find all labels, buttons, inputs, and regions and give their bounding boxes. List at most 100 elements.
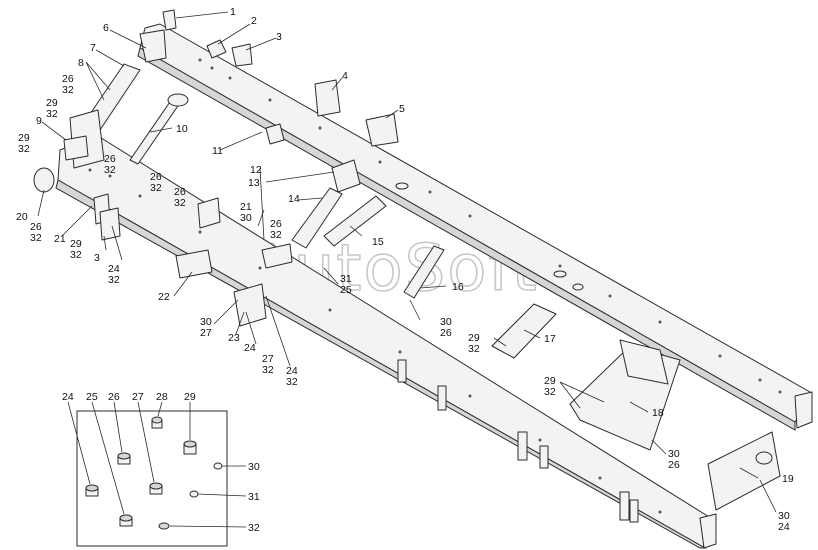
part-3-bracket: [231, 43, 253, 67]
part-16-cross-tube: [403, 245, 445, 299]
inset-label-31: 31: [248, 491, 260, 503]
upper-side-rail: [137, 23, 813, 431]
callout-32-g: 32: [30, 232, 42, 244]
callout-19: 19: [782, 473, 794, 485]
callout-30-c: 30: [440, 316, 452, 328]
callout-29-e: 29: [544, 375, 556, 387]
callout-32-l: 32: [286, 376, 298, 388]
callout-10: 10: [176, 123, 188, 135]
callout-6: 6: [103, 22, 109, 34]
callout-30-b: 30: [200, 316, 212, 328]
inset-label-26: 26: [108, 391, 120, 403]
callout-31-a: 31: [340, 273, 352, 285]
part-9-bracket: [63, 135, 89, 161]
callout-24-d: 24: [778, 521, 790, 533]
callout-26-f: 26: [270, 218, 282, 230]
part-12-bracket: [261, 243, 293, 269]
inset-label-29: 29: [184, 391, 196, 403]
part-11-bracket: [265, 123, 285, 145]
callout-15: 15: [372, 236, 384, 248]
part-22-bracket: [175, 249, 213, 279]
callout-3: 3: [276, 31, 282, 43]
callout-9: 9: [36, 115, 42, 127]
callout-11: 11: [212, 145, 223, 157]
callout-21: 21: [54, 233, 66, 245]
callout-29-b: 29: [18, 132, 30, 144]
bolt-24: [85, 484, 99, 497]
part-6-bracket: [139, 29, 167, 63]
callout-32-j: 32: [108, 274, 120, 286]
inset-label-28: 28: [156, 391, 168, 403]
callout-32-n: 32: [544, 386, 556, 398]
callout-26-b: 26: [104, 153, 116, 165]
callout-16: 16: [452, 281, 464, 293]
part-19-end-plate: [707, 431, 781, 511]
callout-25-a: 25: [340, 284, 352, 296]
callout-24-a: 24: [108, 263, 120, 275]
callout-32-e: 32: [150, 182, 162, 194]
callout-13: 13: [248, 177, 260, 189]
part-15-bracket: [323, 195, 387, 247]
bolt-26: [117, 452, 131, 465]
bolt-28: [151, 416, 163, 429]
inset-frame: [76, 410, 228, 547]
callout-3-b: 3: [94, 252, 100, 264]
washer-31: [189, 490, 199, 498]
callout-32-d: 32: [104, 164, 116, 176]
inset-label-27: 27: [132, 391, 144, 403]
callout-20: 20: [16, 211, 28, 223]
callout-32-a: 32: [62, 84, 74, 96]
bolt-25: [119, 514, 133, 527]
part-10-cross-tube: [129, 95, 183, 165]
callout-32-b: 32: [46, 108, 58, 120]
callout-5: 5: [399, 103, 405, 115]
part-1-bracket: [162, 9, 177, 31]
inset-label-25: 25: [86, 391, 98, 403]
callout-32-i: 32: [70, 249, 82, 261]
callout-18: 18: [652, 407, 664, 419]
callout-12: 12: [250, 164, 262, 176]
callout-26-c: 26: [150, 171, 162, 183]
callout-26-e: 26: [30, 221, 42, 233]
callout-26-h: 26: [668, 459, 680, 471]
callout-21-b: 21: [240, 201, 252, 213]
callout-32-h: 32: [270, 229, 282, 241]
bolt-29: [183, 440, 197, 455]
part-5-bracket: [365, 113, 399, 147]
fastener-inset: 24 25 26 27 28 29 30 31 32: [62, 391, 260, 547]
callout-14: 14: [288, 193, 300, 205]
part-13-bracket: [331, 159, 361, 193]
callout-30-d: 30: [668, 448, 680, 460]
callout-32-c: 32: [18, 143, 30, 155]
callout-26-d: 26: [174, 186, 186, 198]
callout-24-b: 24: [244, 342, 256, 354]
part-2-bracket: [206, 39, 227, 59]
callout-22: 22: [158, 291, 170, 303]
callout-1: 1: [230, 6, 236, 18]
callout-29-a: 29: [46, 97, 58, 109]
callout-17: 17: [544, 333, 556, 345]
callout-24-c: 24: [286, 365, 298, 377]
callout-29-c: 29: [70, 238, 82, 250]
part-4-bracket: [314, 79, 341, 117]
part-bracket-small: [197, 197, 221, 229]
callout-27-a: 27: [200, 327, 212, 339]
washer-30: [213, 462, 223, 470]
callout-32-k: 32: [262, 364, 274, 376]
leader-lines: [37, 11, 777, 513]
callout-30-a: 30: [240, 212, 252, 224]
callout-30-e: 30: [778, 510, 790, 522]
callout-27-b: 27: [262, 353, 274, 365]
bolt-27: [149, 482, 163, 495]
callout-numbers: 1 2 3 4 5 6 7 8 9 10 11 12 13 14 15 16 1…: [16, 6, 794, 533]
inset-label-24: 24: [62, 391, 74, 403]
callout-29-d: 29: [468, 332, 480, 344]
part-14-crossmember: [291, 187, 343, 249]
part-20-bumper: [33, 167, 55, 193]
inset-label-30: 30: [248, 461, 260, 473]
callout-7: 7: [90, 42, 96, 54]
callout-32-m: 32: [468, 343, 480, 355]
inset-label-32: 32: [248, 522, 260, 534]
